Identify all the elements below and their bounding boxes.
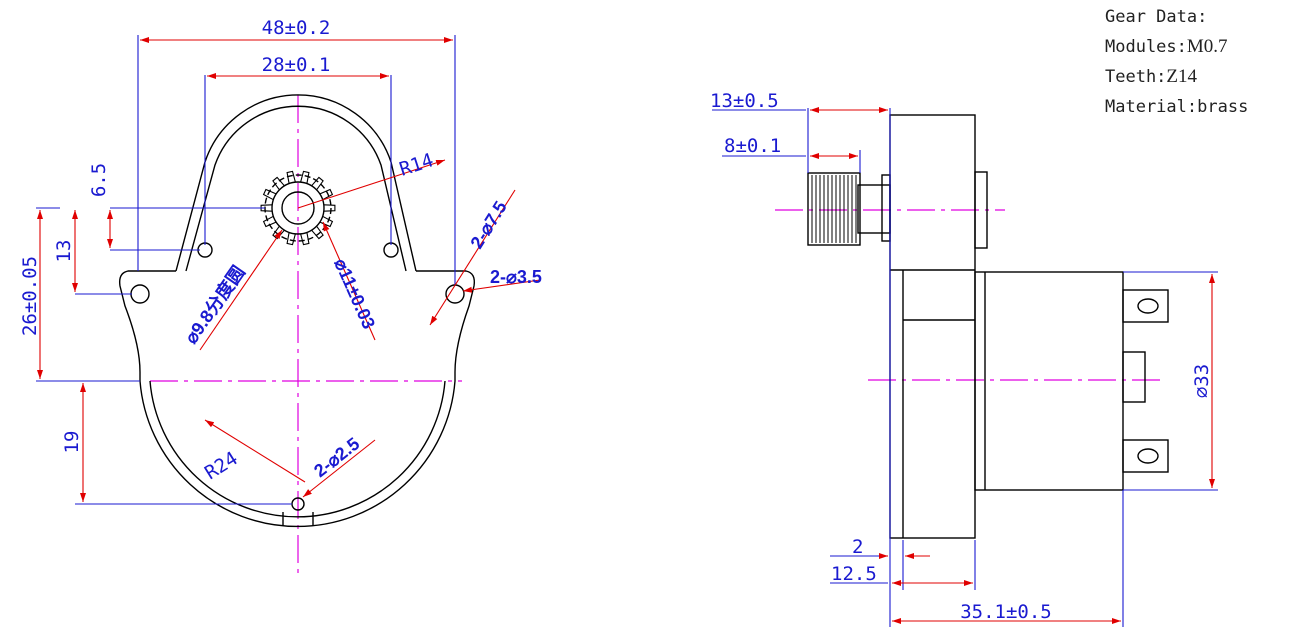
dim-35-1: 35.1±0.5 xyxy=(960,601,1052,623)
dim-hole-2-5: 2-⌀2.5 xyxy=(310,433,363,481)
dim-hole-7-5: 2-⌀7.5 xyxy=(466,198,510,253)
side-gear-teeth xyxy=(811,175,857,243)
material-value: brass xyxy=(1197,97,1249,117)
front-view: 48±0.2 28±0.1 6.5 13 26±0.05 19 R14 R24 … xyxy=(19,17,542,575)
dim-outer-diameter: ⌀11±0.03 xyxy=(330,255,379,331)
dim-2: 2 xyxy=(852,536,863,558)
dim-shaft-13: 13±0.5 xyxy=(710,90,779,112)
gear-data-title: Gear Data: xyxy=(1105,7,1208,27)
gear-material-row: Material:brass xyxy=(1105,92,1248,122)
front-dimension-texts: 48±0.2 28±0.1 6.5 13 26±0.05 19 R14 R24 … xyxy=(19,17,542,484)
side-view: 13±0.5 8±0.1 2 12.5 35.1±0.5 ⌀33 xyxy=(710,90,1218,627)
dim-pitch-circle: ⌀9.8分度圆 xyxy=(180,262,249,348)
dim-28: 28±0.1 xyxy=(262,54,331,76)
gear-data-block: Gear Data: Modules:M0.7 Teeth:Z14 Materi… xyxy=(1105,2,1248,122)
side-dimension-texts: 13±0.5 8±0.1 2 12.5 35.1±0.5 ⌀33 xyxy=(710,90,1213,623)
dim-r24: R24 xyxy=(201,447,242,484)
dim-19: 19 xyxy=(61,431,83,454)
side-dimension-lines xyxy=(712,108,1218,627)
gear-teeth-row: Teeth:Z14 xyxy=(1105,62,1248,92)
teeth-value: Z14 xyxy=(1166,66,1198,87)
dim-12-5: 12.5 xyxy=(831,563,877,585)
dim-shaft-8: 8±0.1 xyxy=(724,135,781,157)
front-dimension-lines xyxy=(36,35,456,505)
side-outline xyxy=(807,114,1169,539)
material-label: Material: xyxy=(1105,97,1198,117)
side-arrows xyxy=(810,107,1215,624)
dim-r14: R14 xyxy=(397,149,436,181)
dim-48: 48±0.2 xyxy=(262,17,331,39)
dim-dia-33: ⌀33 xyxy=(1191,364,1213,398)
side-centerline xyxy=(775,209,1165,381)
teeth-label: Teeth: xyxy=(1105,67,1167,87)
dim-13: 13 xyxy=(53,240,75,263)
front-arrows xyxy=(37,37,541,502)
dim-hole-3-5: 2-⌀3.5 xyxy=(490,267,542,287)
gear-modules-row: Modules:M0.7 xyxy=(1105,32,1248,62)
dim-6-5: 6.5 xyxy=(88,163,110,197)
dim-26: 26±0.05 xyxy=(19,256,41,336)
modules-value: M0.7 xyxy=(1186,36,1228,57)
modules-label: Modules: xyxy=(1105,37,1187,57)
